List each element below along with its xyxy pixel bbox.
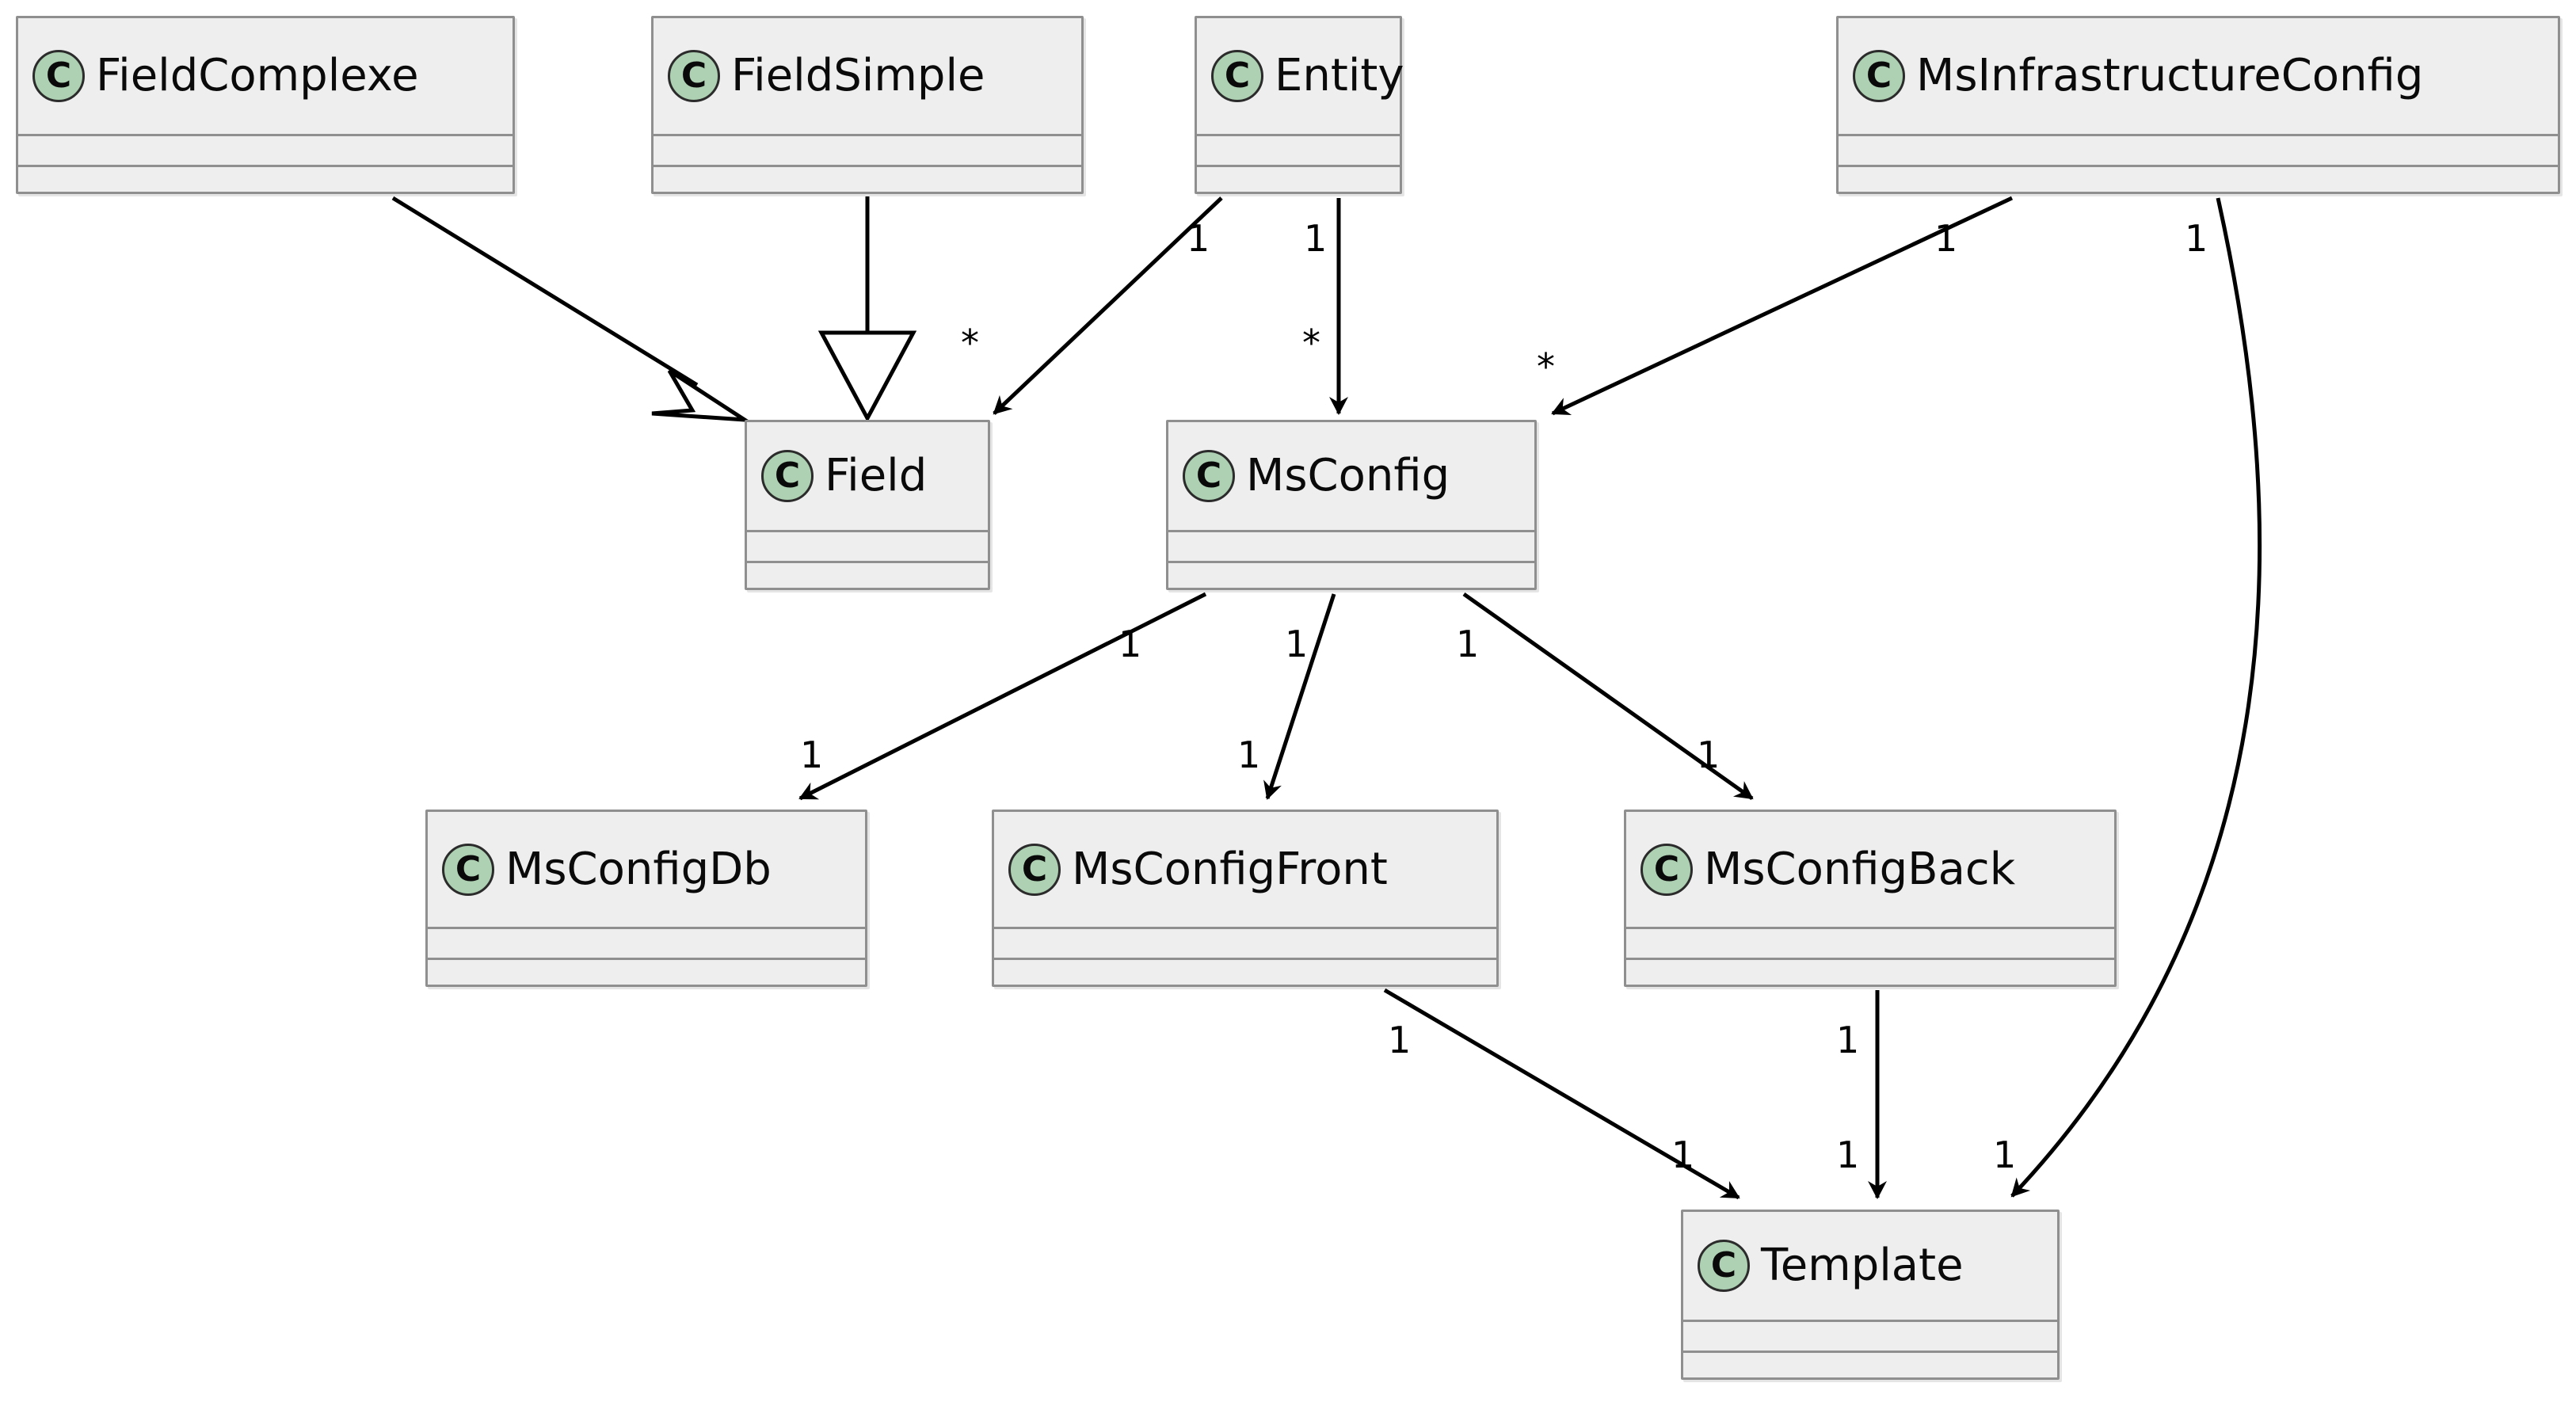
class-methods-compartment	[18, 165, 513, 196]
class-stereotype-icon: C	[1698, 1240, 1750, 1292]
class-header: C FieldSimple	[654, 18, 1081, 134]
class-node-field[interactable]: C Field	[745, 420, 990, 590]
class-stereotype-icon: C	[32, 50, 85, 102]
multiplicity-label: 1	[2185, 217, 2208, 260]
class-attributes-compartment	[1626, 927, 2114, 958]
class-header: C MsConfigFront	[994, 812, 1496, 927]
multiplicity-label: 1	[1187, 217, 1210, 260]
edge-fieldsimple-field	[817, 196, 917, 423]
class-node-template[interactable]: C Template	[1681, 1210, 2060, 1380]
class-node-fieldsimple[interactable]: C FieldSimple	[651, 16, 1084, 194]
class-methods-compartment	[654, 165, 1081, 196]
class-header: C MsConfig	[1168, 422, 1534, 530]
class-attributes-compartment	[1683, 1320, 2057, 1351]
multiplicity-label: 1	[1697, 733, 1721, 776]
class-stereotype-icon: C	[1008, 843, 1061, 896]
class-stereotype-icon: C	[668, 50, 720, 102]
class-attributes-compartment	[994, 927, 1496, 958]
class-stereotype-icon: C	[1211, 50, 1263, 102]
multiplicity-label: 1	[1237, 733, 1261, 776]
multiplicity-label: 1	[1836, 1133, 1860, 1176]
multiplicity-label: 1	[1993, 1133, 2017, 1176]
multiplicity-label: *	[1537, 345, 1555, 388]
multiplicity-label: *	[961, 322, 979, 364]
class-methods-compartment	[1839, 165, 2558, 196]
class-name-label: Field	[825, 450, 928, 501]
class-stereotype-icon: C	[1183, 450, 1235, 502]
multiplicity-label: 1	[1388, 1019, 1412, 1061]
class-methods-compartment	[994, 958, 1496, 989]
class-stereotype-icon: C	[761, 450, 814, 502]
edge-msconfig-msconfigdb	[798, 592, 1207, 801]
class-node-msinfrastructureconfig[interactable]: C MsInfrastructureConfig	[1836, 16, 2560, 194]
class-methods-compartment	[1683, 1351, 2057, 1381]
multiplicity-label: 1	[1285, 623, 1309, 665]
class-header: C Entity	[1197, 18, 1404, 134]
multiplicity-label: 1	[1304, 217, 1328, 260]
class-attributes-compartment	[18, 134, 513, 165]
class-node-entity[interactable]: C Entity	[1195, 16, 1404, 196]
class-methods-compartment	[1197, 165, 1400, 196]
edge-fieldcomplexe-field	[391, 196, 753, 423]
class-header: C MsInfrastructureConfig	[1839, 18, 2558, 134]
class-header: C Template	[1683, 1212, 2057, 1320]
multiplicity-label: 1	[800, 733, 824, 776]
class-methods-compartment	[1626, 958, 2114, 989]
class-methods-compartment	[1168, 561, 1534, 592]
class-name-label: Entity	[1275, 50, 1404, 101]
class-header: C MsConfigDb	[428, 812, 865, 927]
multiplicity-label: *	[1302, 322, 1320, 364]
class-attributes-compartment	[1168, 530, 1534, 561]
class-stereotype-icon: C	[1640, 843, 1693, 896]
class-name-label: FieldComplexe	[96, 50, 419, 101]
class-header: C Field	[747, 422, 988, 530]
class-header: C MsConfigBack	[1626, 812, 2114, 927]
class-stereotype-icon: C	[1853, 50, 1905, 102]
class-node-msconfigback[interactable]: C MsConfigBack	[1624, 810, 2117, 987]
class-stereotype-icon: C	[442, 843, 494, 896]
multiplicity-label: 1	[1118, 623, 1142, 665]
class-name-label: FieldSimple	[731, 50, 985, 101]
class-header: C FieldComplexe	[18, 18, 513, 134]
class-node-msconfigdb[interactable]: C MsConfigDb	[425, 810, 867, 987]
class-methods-compartment	[428, 958, 865, 989]
class-node-msconfig[interactable]: C MsConfig	[1166, 420, 1537, 590]
class-attributes-compartment	[747, 530, 988, 561]
multiplicity-label: 1	[1671, 1133, 1695, 1176]
class-attributes-compartment	[1839, 134, 2558, 165]
class-attributes-compartment	[1197, 134, 1400, 165]
class-methods-compartment	[747, 561, 988, 592]
class-attributes-compartment	[428, 927, 865, 958]
edge-msinfra-template	[2010, 197, 2262, 1198]
multiplicity-label: 1	[1836, 1019, 1860, 1061]
class-name-label: MsConfigBack	[1704, 843, 2016, 895]
class-name-label: MsConfigDb	[505, 843, 772, 895]
class-name-label: MsConfigFront	[1072, 843, 1388, 895]
class-node-msconfigfront[interactable]: C MsConfigFront	[992, 810, 1499, 987]
class-name-label: MsConfig	[1246, 450, 1450, 501]
class-name-label: MsInfrastructureConfig	[1916, 50, 2424, 101]
multiplicity-label: 1	[1456, 623, 1480, 665]
class-name-label: Template	[1761, 1240, 1964, 1291]
multiplicity-label: 1	[1934, 217, 1958, 260]
class-node-fieldcomplexe[interactable]: C FieldComplexe	[16, 16, 515, 194]
class-attributes-compartment	[654, 134, 1081, 165]
